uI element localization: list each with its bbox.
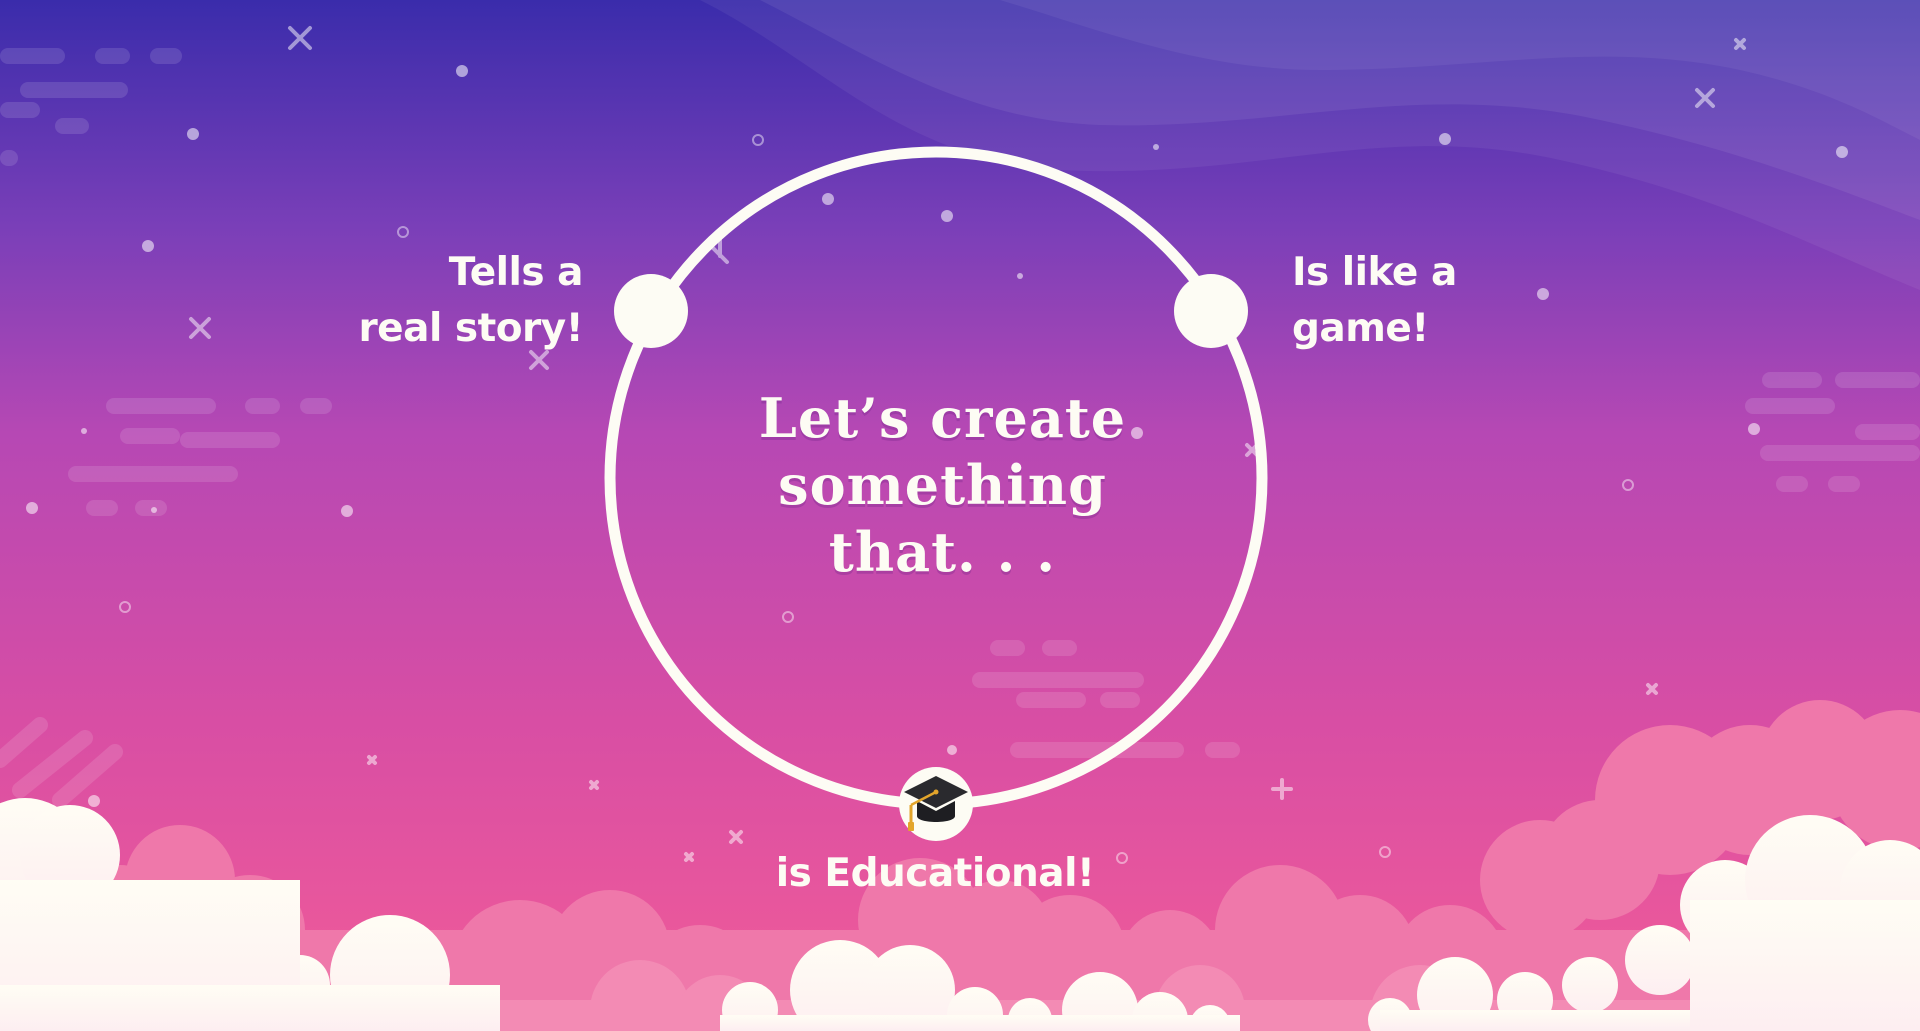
- dash-cloud-bottom-left: [0, 717, 123, 808]
- option-label-game: Is like a game!: [1292, 245, 1592, 357]
- option-label-game-line-2: game!: [1292, 306, 1429, 351]
- star-crosses: [189, 26, 1821, 862]
- graduation-cap-icon: [904, 776, 968, 831]
- dash-cloud-left: [68, 398, 332, 516]
- headline-line-3: that. . .: [828, 520, 1057, 584]
- option-label-real-story-line-2: real story!: [358, 306, 583, 351]
- dash-cloud-top-left: [0, 48, 182, 166]
- dash-cloud-center: [972, 640, 1240, 758]
- node-left[interactable]: [614, 274, 688, 348]
- star-dots: [26, 65, 1848, 807]
- aurora-wave: [760, 0, 1920, 220]
- headline-line-2: something: [778, 453, 1107, 517]
- dash-cloud-right: [1745, 372, 1920, 492]
- aurora-wave: [700, 0, 1920, 290]
- headline: Let’s create something that. . .: [700, 385, 1185, 586]
- headline-line-1: Let’s create: [758, 386, 1127, 450]
- option-label-real-story: Tells a real story!: [300, 245, 583, 357]
- cloud-front-left: [0, 798, 500, 1031]
- cloud-front-right: [1368, 815, 1920, 1031]
- cloud-front-center: [720, 940, 1240, 1031]
- aurora-wave: [1000, 0, 1920, 140]
- option-label-game-line-1: Is like a: [1292, 250, 1457, 295]
- node-right[interactable]: [1174, 274, 1248, 348]
- option-label-educational-text: is Educational!: [775, 851, 1095, 896]
- option-label-real-story-line-1: Tells a: [448, 250, 584, 295]
- option-label-educational: is Educational!: [715, 846, 1155, 902]
